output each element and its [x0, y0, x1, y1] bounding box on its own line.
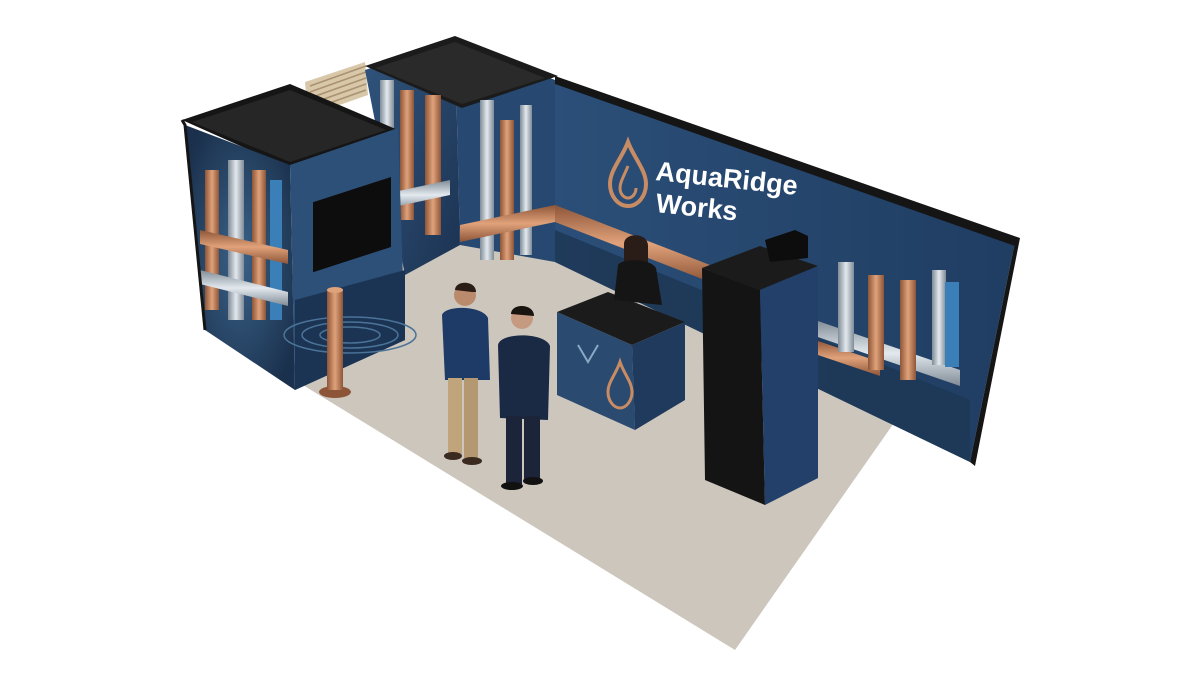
desk-drop-icon — [606, 357, 634, 410]
water-drop-icon — [607, 136, 649, 209]
receptionist-person — [614, 235, 662, 305]
wall-mounted-tv-screen — [313, 176, 391, 273]
brand-logo: AquaRidge Works — [607, 136, 799, 227]
storage-room-pipes — [200, 160, 288, 320]
storage-room-top-inner — [192, 90, 386, 162]
storage-room-water-front — [295, 270, 405, 390]
back-wall-top-edge — [555, 76, 1020, 246]
middle-panel-pipes — [380, 80, 555, 260]
storage-room-ripples — [283, 316, 417, 354]
middle-panel-top-inner — [375, 42, 545, 104]
kiosk-column — [702, 230, 818, 505]
reception-desk — [557, 292, 685, 430]
kiosk-monitor — [765, 230, 808, 262]
booth-frame-outline — [180, 119, 207, 331]
visitor-person-suit — [498, 305, 550, 490]
back-wall-end-edge — [970, 238, 1020, 466]
copper-bollard — [319, 287, 351, 398]
visitor-person-khaki — [442, 282, 490, 465]
